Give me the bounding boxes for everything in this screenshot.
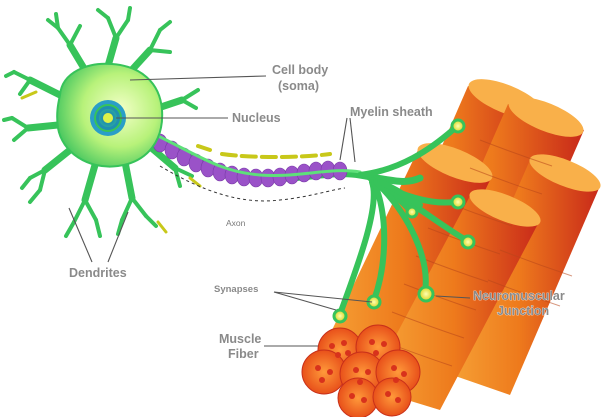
label-cell-body-soma: (soma) xyxy=(278,79,319,93)
label-myelin-sheath: Myelin sheath xyxy=(350,105,433,119)
label-nucleus: Nucleus xyxy=(232,111,281,125)
label-neuromuscular: Neuromuscular xyxy=(473,289,565,303)
label-cell-body: Cell body xyxy=(272,63,328,77)
label-synapses: Synapses xyxy=(214,284,258,295)
label-axon: Axon xyxy=(226,218,246,228)
label-junction: Junction xyxy=(497,304,549,318)
label-dendrites: Dendrites xyxy=(69,266,127,280)
label-fiber: Fiber xyxy=(228,347,259,361)
label-muscle: Muscle xyxy=(219,332,261,346)
myelin-segments xyxy=(153,134,347,187)
